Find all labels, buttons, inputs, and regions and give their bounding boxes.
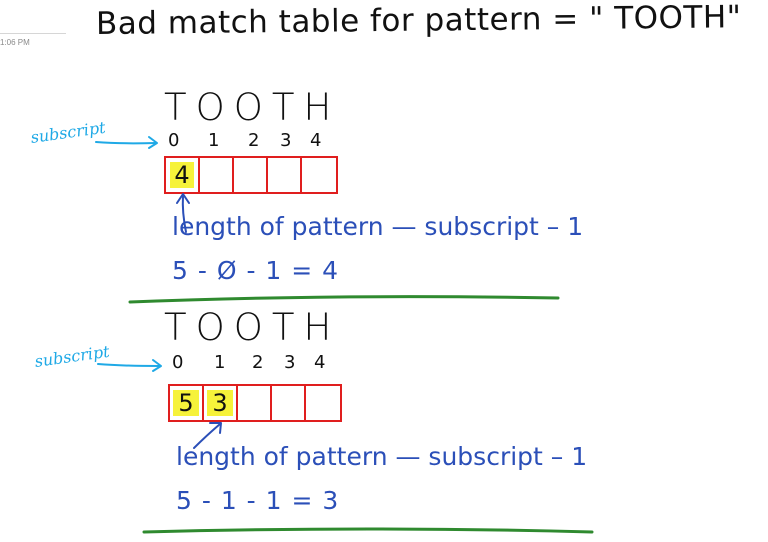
- subscript-0: 0: [172, 352, 184, 373]
- cell-highlight: [207, 390, 233, 416]
- table-cell: [268, 158, 302, 192]
- subscript-3: 3: [280, 130, 292, 151]
- pointer-arrowhead-icon: [209, 422, 222, 434]
- subscript-2: 2: [252, 352, 264, 373]
- subscript-4: 4: [310, 130, 322, 151]
- timestamp-divider: [0, 33, 66, 34]
- table-cell: [234, 158, 268, 192]
- table-cell: 4: [166, 158, 200, 192]
- formula-2: length of pattern — subscript – 1: [176, 442, 588, 471]
- cell-value: 4: [174, 161, 190, 189]
- subscript-row-1: 0 1 2 3 4: [168, 130, 348, 152]
- cell-highlight: [173, 390, 199, 416]
- subscript-1: 1: [208, 130, 220, 151]
- pattern-text-1: TOOTH: [164, 86, 341, 129]
- cell-value: 3: [212, 389, 228, 417]
- table-cell: [200, 158, 234, 192]
- subscript-0: 0: [168, 130, 180, 151]
- subscript-4: 4: [314, 352, 326, 373]
- subscript-2: 2: [248, 130, 260, 151]
- section-divider: [128, 295, 560, 304]
- section-divider: [142, 527, 594, 534]
- bad-match-table-2: 5 3: [168, 384, 342, 422]
- pointer-arrowhead-icon: [176, 193, 190, 204]
- timestamp: 1:06 PM: [0, 38, 30, 47]
- formula-1: length of pattern — subscript – 1: [172, 212, 584, 241]
- subscript-3: 3: [284, 352, 296, 373]
- subscript-arrowhead-icon: [148, 136, 158, 149]
- calculation-2: 5 - 1 - 1 = 3: [176, 486, 340, 515]
- table-cell: 5: [170, 386, 204, 420]
- table-cell: [238, 386, 272, 420]
- subscript-arrow-icon: [95, 141, 157, 145]
- cell-highlight: [170, 162, 194, 188]
- subscript-row-2: 0 1 2 3 4: [172, 352, 352, 374]
- subscript-arrowhead-icon: [152, 359, 162, 372]
- table-cell: [272, 386, 306, 420]
- subscript-arrow-icon: [97, 363, 161, 367]
- pattern-text-2: TOOTH: [164, 306, 341, 349]
- pointer-arrow-icon: [193, 423, 221, 449]
- table-cell: 3: [204, 386, 238, 420]
- calculation-1: 5 - Ø - 1 = 4: [172, 256, 340, 285]
- pointer-arrow-icon: [181, 195, 187, 233]
- bad-match-table-1: 4: [164, 156, 338, 194]
- cell-value: 5: [178, 389, 194, 417]
- subscript-1: 1: [214, 352, 226, 373]
